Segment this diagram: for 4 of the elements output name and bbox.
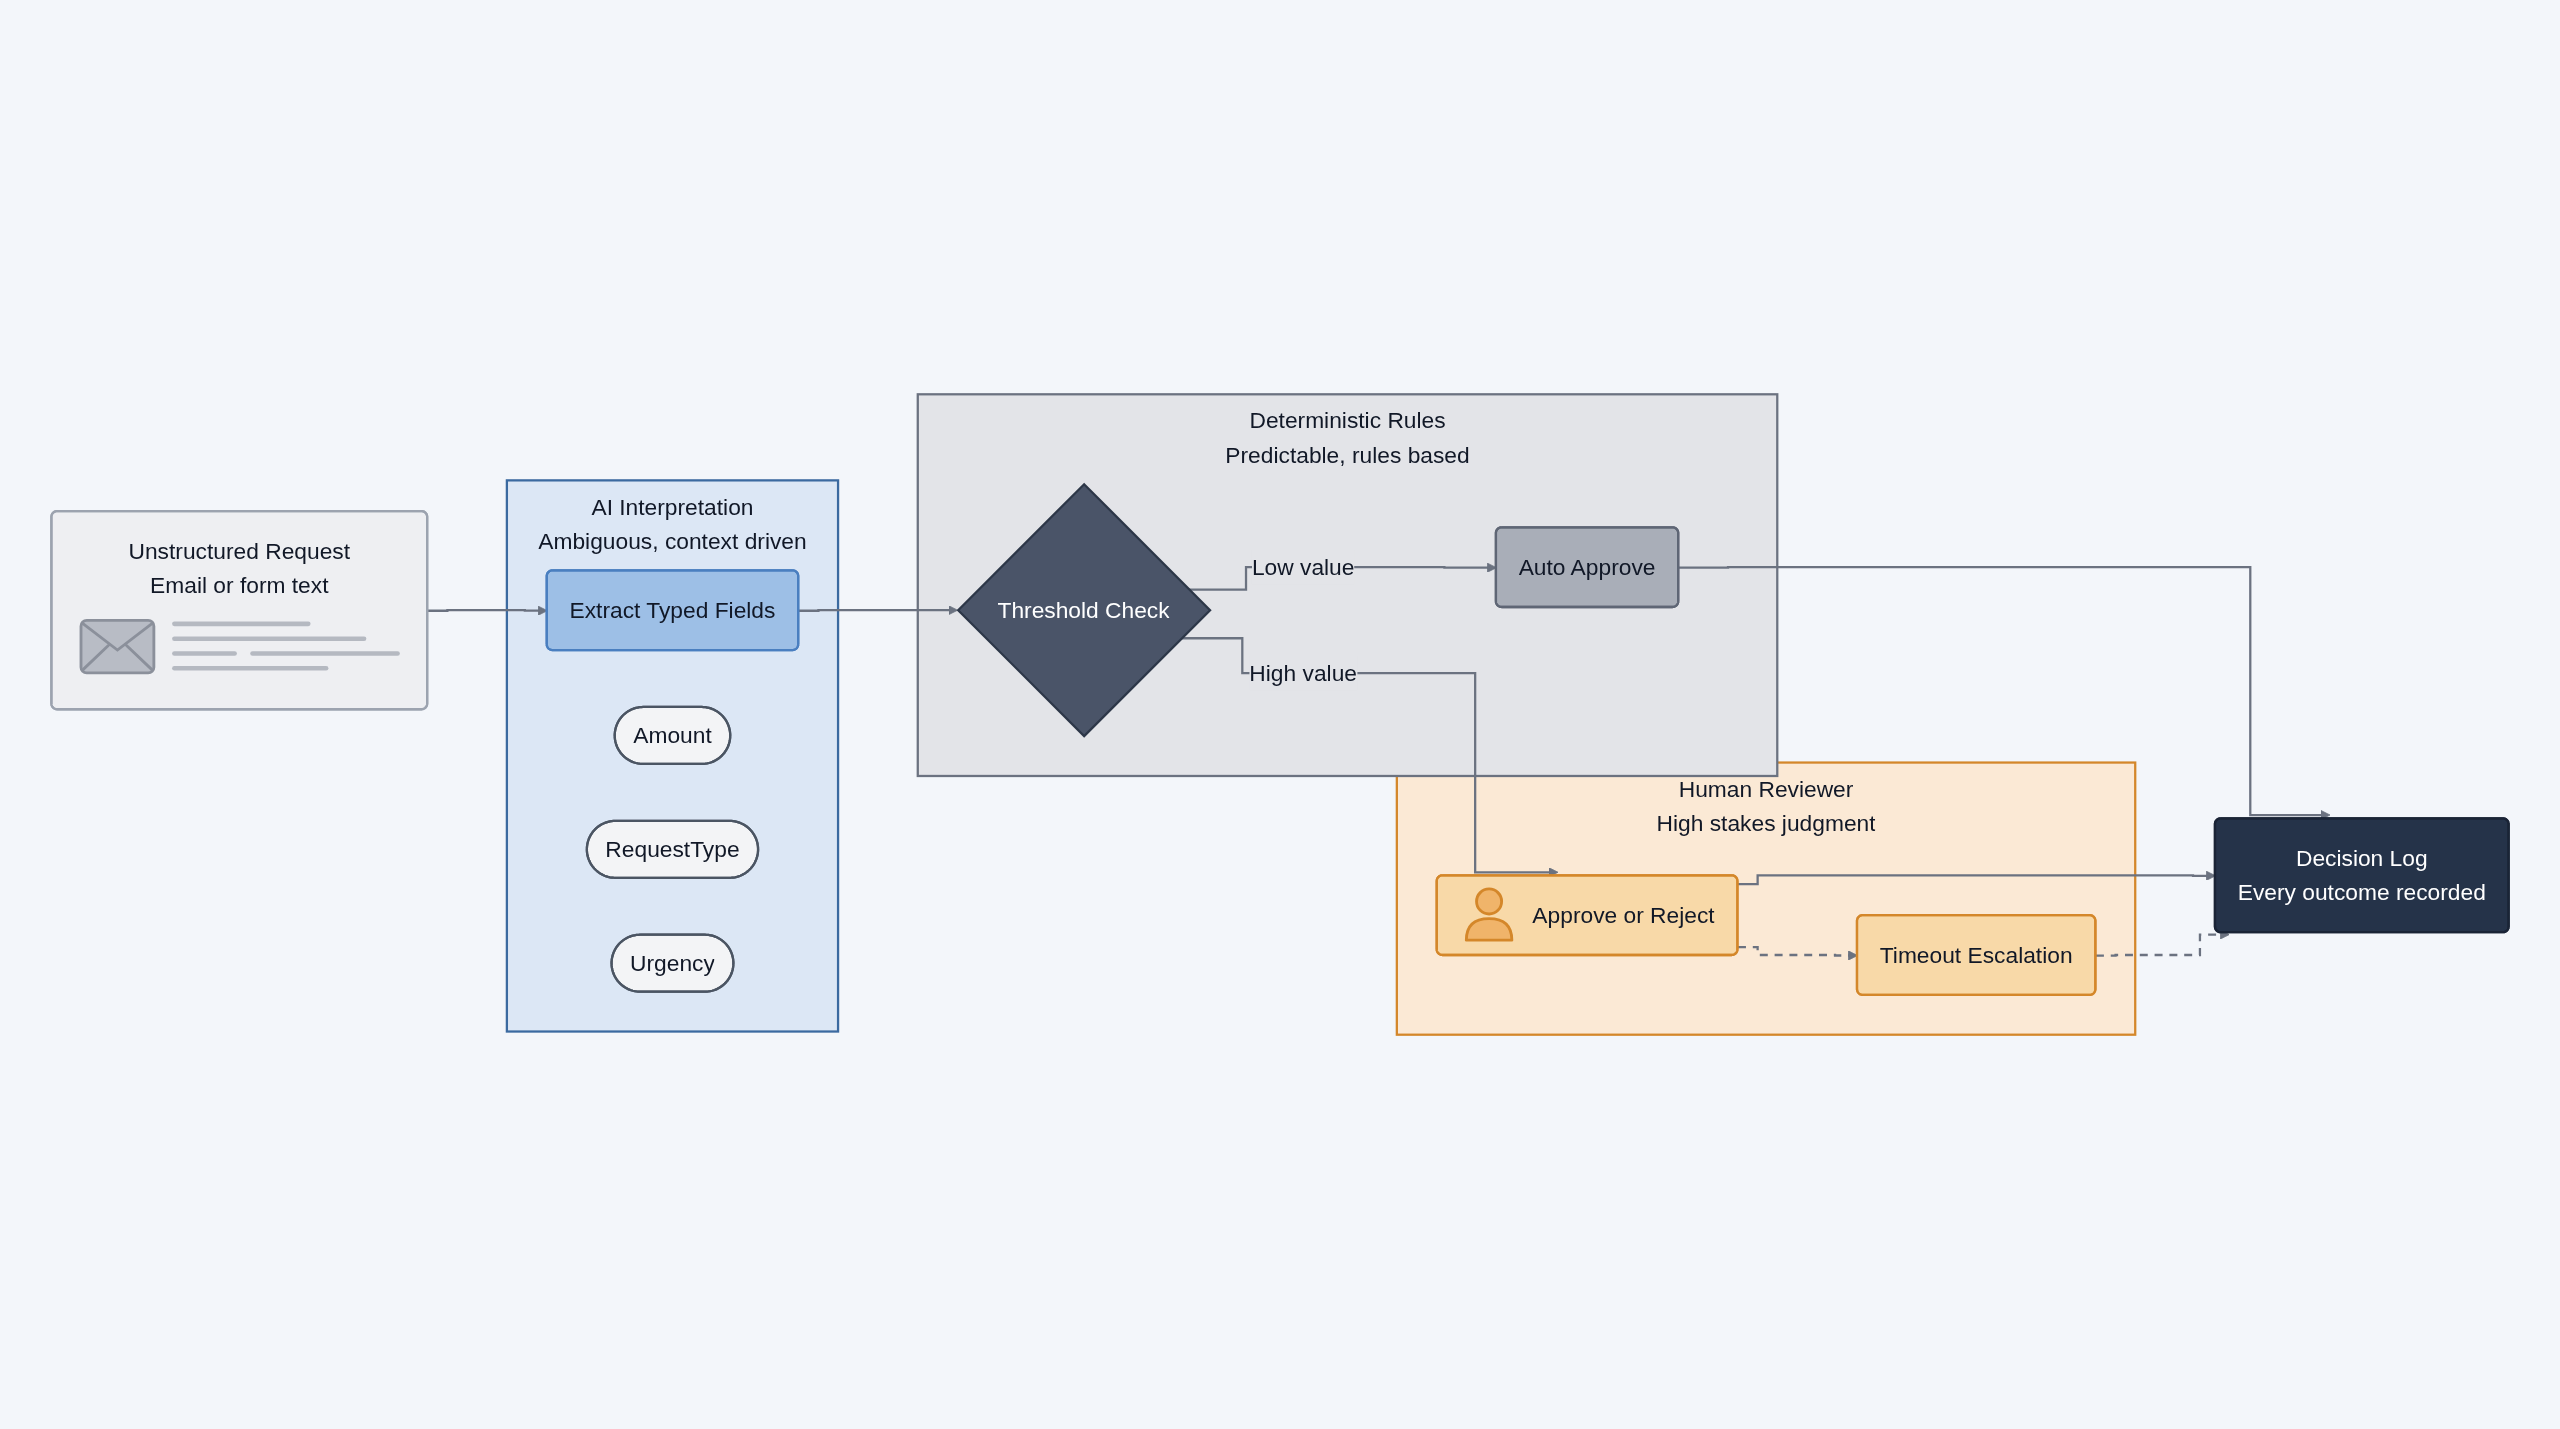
edge-label: Low value bbox=[1251, 554, 1355, 580]
edge-label: High value bbox=[1249, 660, 1357, 686]
arrow bbox=[798, 605, 959, 616]
node-diamond: Threshold Check bbox=[956, 482, 1212, 738]
